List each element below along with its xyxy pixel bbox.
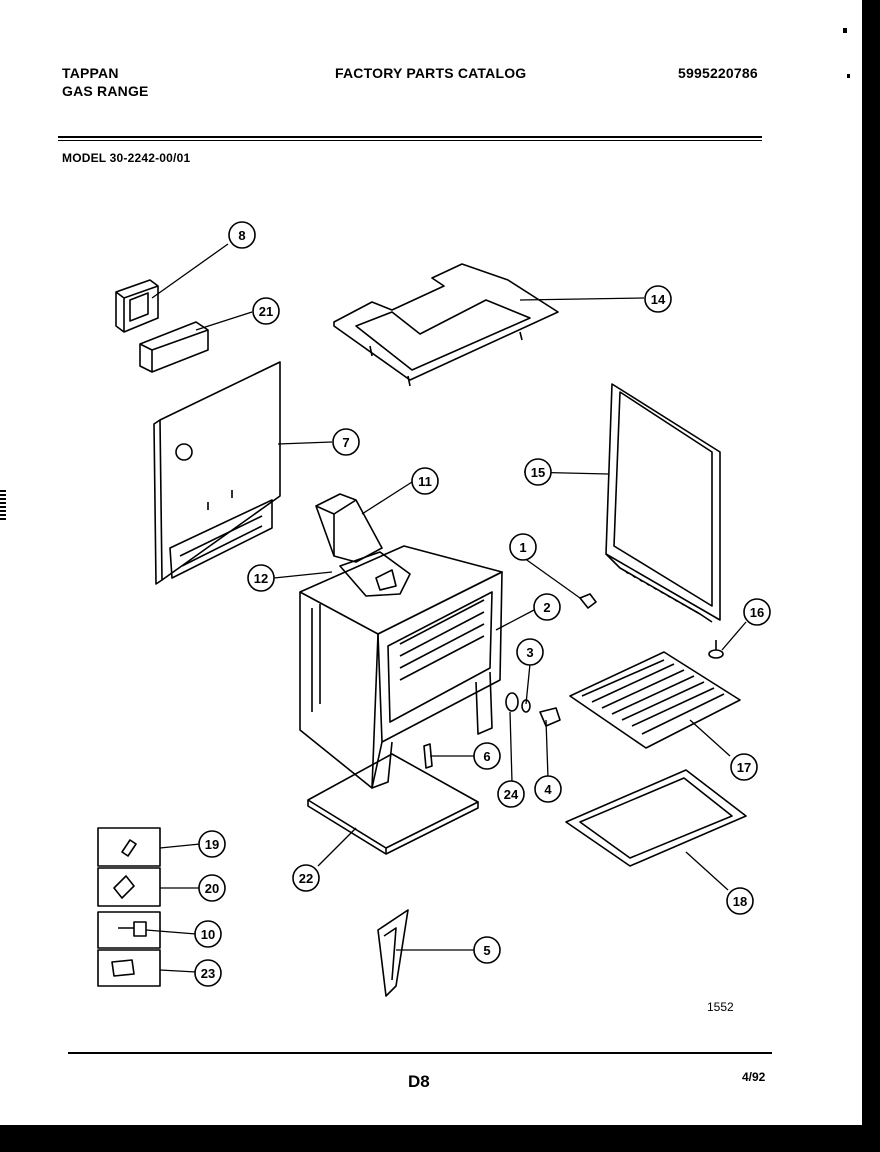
part-6-bracket xyxy=(423,743,433,769)
leader-lines xyxy=(145,243,747,973)
part-15-door-frame xyxy=(605,383,721,623)
part-1-knob xyxy=(579,593,597,609)
callout-24: 24 xyxy=(504,787,519,802)
callout-22: 22 xyxy=(299,871,313,886)
callout-19: 19 xyxy=(205,837,219,852)
callout-10: 10 xyxy=(201,927,215,942)
part-22-bottom-panel xyxy=(307,753,479,855)
callout-1: 1 xyxy=(519,540,526,555)
part-17-oven-rack xyxy=(569,651,741,749)
part-12-burner-assembly xyxy=(339,551,411,597)
callout-11: 11 xyxy=(418,474,432,489)
brand-name: TAPPAN xyxy=(62,65,119,81)
part-11-flue-duct xyxy=(315,493,383,563)
catalog-page: TAPPAN GAS RANGE FACTORY PARTS CATALOG 5… xyxy=(0,0,862,1125)
header-divider xyxy=(58,136,762,138)
catalog-title: FACTORY PARTS CATALOG xyxy=(335,65,527,81)
part-18-broiler-pan xyxy=(565,769,747,867)
part-16-leveling-leg xyxy=(708,640,724,659)
callout-5: 5 xyxy=(483,943,490,958)
header-divider-thin xyxy=(58,140,762,141)
part-2-oven-body xyxy=(299,545,503,789)
callout-23: 23 xyxy=(201,966,215,981)
callout-21: 21 xyxy=(259,304,273,319)
product-type: GAS RANGE xyxy=(62,83,149,99)
callout-circles xyxy=(194,221,771,987)
callout-7: 7 xyxy=(342,435,349,450)
footer-divider xyxy=(68,1052,772,1054)
callout-14: 14 xyxy=(651,292,666,307)
callout-16: 16 xyxy=(750,605,764,620)
part-14-top-panel xyxy=(333,263,559,387)
scan-mark xyxy=(847,74,850,78)
part-21-panel xyxy=(139,321,209,373)
part-7-back-panel xyxy=(153,361,281,585)
callout-12: 12 xyxy=(254,571,268,586)
part-5-hinge xyxy=(377,909,409,997)
callout-6: 6 xyxy=(483,749,490,764)
callout-3: 3 xyxy=(526,645,533,660)
callout-18: 18 xyxy=(733,894,747,909)
callout-17: 17 xyxy=(737,760,751,775)
callout-8: 8 xyxy=(238,228,245,243)
model-number: MODEL 30-2242-00/01 xyxy=(62,151,191,165)
callout-2: 2 xyxy=(543,600,550,615)
catalog-part-number: 5995220786 xyxy=(678,65,758,81)
callout-20: 20 xyxy=(205,881,219,896)
callout-4: 4 xyxy=(544,782,552,797)
scan-mark xyxy=(843,28,847,33)
hardware-boxes xyxy=(97,827,161,987)
part-8-bracket xyxy=(115,279,159,333)
diagram-id: 1552 xyxy=(707,1000,734,1014)
callout-15: 15 xyxy=(531,465,545,480)
page-code: D8 xyxy=(408,1072,430,1091)
scan-mark xyxy=(0,490,6,520)
part-3-24-4-valve-parts xyxy=(505,692,561,727)
revision-date: 4/92 xyxy=(742,1070,766,1084)
